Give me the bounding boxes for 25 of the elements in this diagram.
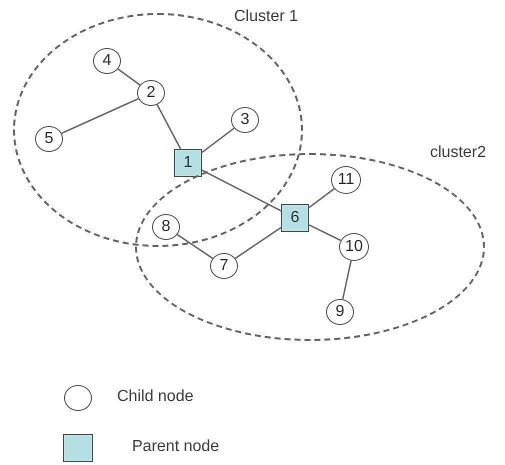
connector-line: [61, 98, 139, 134]
parent-node: 6: [281, 204, 309, 232]
connector-line: [308, 224, 342, 242]
child-node: 11: [331, 166, 361, 194]
connector-line: [118, 68, 140, 86]
legend-label: Parent node: [132, 438, 220, 456]
connector-line: [308, 188, 335, 208]
parent-node: 1: [174, 149, 202, 177]
connector-line: [202, 170, 282, 212]
cluster-label: Cluster 1: [234, 8, 298, 26]
child-node: 2: [137, 80, 165, 106]
child-node: 3: [231, 107, 259, 133]
legend-label: Child node: [117, 388, 194, 406]
child-node: 4: [93, 48, 121, 74]
cluster-label: cluster2: [430, 144, 486, 162]
connector-line: [176, 234, 214, 259]
connector-line: [234, 226, 282, 259]
child-node: 10: [339, 233, 369, 261]
connector-line: [342, 260, 352, 300]
child-node: 7: [210, 253, 238, 279]
connector-line: [156, 104, 182, 150]
child-node: 8: [152, 214, 180, 240]
connector-line: [202, 128, 235, 154]
child-node: 5: [35, 126, 63, 152]
child-node: 9: [326, 299, 354, 325]
